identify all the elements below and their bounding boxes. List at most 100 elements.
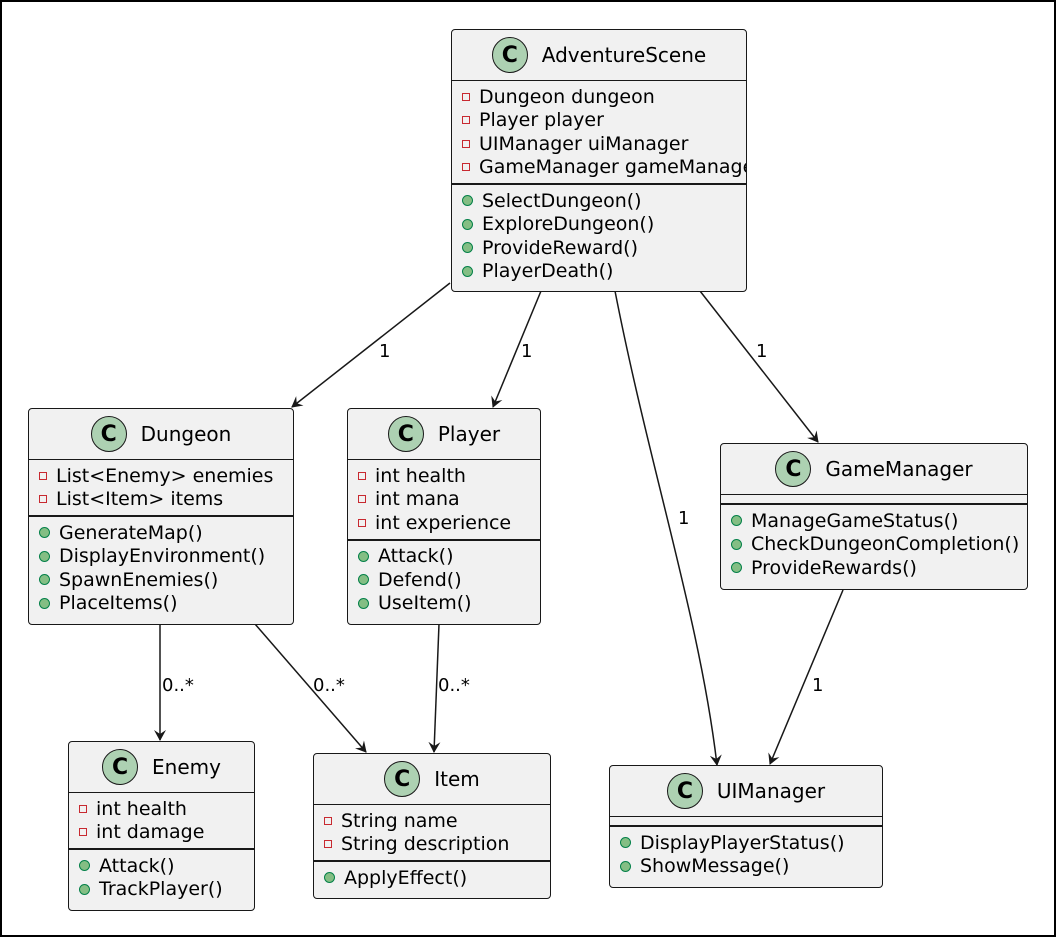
private-visibility-icon [324, 840, 332, 849]
method-row: TrackPlayer() [69, 878, 254, 902]
class-header: C UIManager [610, 766, 882, 816]
method-row: PlaceItems() [29, 592, 293, 616]
class-name: UIManager [716, 779, 826, 803]
method-row: SelectDungeon() [452, 189, 746, 213]
public-visibility-icon [620, 837, 631, 849]
attribute-text: Player player [479, 109, 604, 132]
class-header: C Dungeon [29, 409, 293, 459]
attribute-list [610, 817, 882, 825]
edge-label-player-item: 0..* [438, 675, 470, 696]
method-text: DisplayPlayerStatus() [640, 831, 845, 854]
attribute-text: int experience [375, 511, 512, 534]
public-visibility-icon [462, 218, 473, 230]
class-stereotype-icon: C [666, 773, 703, 809]
public-visibility-icon [79, 860, 90, 872]
method-list: SelectDungeon()ExploreDungeon()ProvideRe… [452, 185, 746, 287]
edge-label-dungeon-enemy: 0..* [162, 675, 194, 696]
public-visibility-icon [39, 527, 50, 539]
private-visibility-icon [39, 471, 47, 480]
public-visibility-icon [358, 597, 369, 609]
private-visibility-icon [462, 163, 470, 172]
method-text: ManageGameStatus() [751, 509, 959, 532]
attribute-text: int damage [96, 821, 205, 844]
method-text: PlayerDeath() [482, 260, 614, 283]
method-text: Defend() [378, 568, 462, 591]
class-stereotype-icon: C [384, 761, 421, 797]
public-visibility-icon [39, 597, 50, 609]
method-row: DisplayPlayerStatus() [610, 831, 882, 855]
attribute-row: UIManager uiManager [452, 132, 746, 156]
attribute-row: int mana [348, 488, 540, 512]
method-row: Attack() [348, 545, 540, 569]
method-text: ExploreDungeon() [482, 213, 655, 236]
class-name: Dungeon [140, 422, 232, 446]
edge-label-dungeon-item: 0..* [313, 675, 345, 696]
edge-scene-dungeon [291, 282, 451, 408]
edge-label-scene-uimanager: 1 [678, 508, 690, 529]
method-text: Attack() [378, 545, 454, 568]
private-visibility-icon [358, 471, 366, 480]
attribute-row: GameManager gameManager [452, 156, 746, 180]
class-stereotype-icon: C [387, 416, 424, 452]
public-visibility-icon [462, 265, 473, 277]
private-visibility-icon [358, 495, 366, 504]
attribute-row: String description [314, 833, 550, 857]
attribute-text: List<Enemy> enemies [56, 464, 274, 487]
edge-label-gamemanager-uimanager: 1 [812, 675, 824, 696]
method-row: UseItem() [348, 592, 540, 616]
method-text: ApplyEffect() [344, 866, 468, 889]
private-visibility-icon [39, 495, 47, 504]
attribute-row: int health [69, 797, 254, 821]
edge-dungeon-item [254, 623, 367, 753]
method-row: ManageGameStatus() [721, 509, 1027, 533]
method-text: SpawnEnemies() [59, 568, 219, 591]
attribute-text: Dungeon dungeon [479, 85, 655, 108]
method-row: CheckDungeonCompletion() [721, 533, 1027, 557]
private-visibility-icon [462, 116, 470, 125]
method-row: DisplayEnvironment() [29, 545, 293, 569]
class-header: C Item [314, 754, 550, 804]
method-text: TrackPlayer() [99, 878, 223, 901]
attribute-text: int health [96, 797, 187, 820]
attribute-list [721, 495, 1027, 503]
public-visibility-icon [620, 860, 631, 872]
attribute-row: int experience [348, 511, 540, 535]
method-text: DisplayEnvironment() [59, 545, 266, 568]
class-game-manager: C GameManager ManageGameStatus()CheckDun… [720, 443, 1028, 590]
method-text: Attack() [99, 854, 175, 877]
method-text: CheckDungeonCompletion() [751, 533, 1020, 556]
class-name: AdventureScene [541, 43, 707, 67]
public-visibility-icon [324, 872, 335, 884]
class-name: Item [434, 767, 480, 791]
public-visibility-icon [462, 242, 473, 254]
attribute-text: int mana [375, 488, 460, 511]
class-header: C AdventureScene [452, 30, 746, 80]
method-text: ShowMessage() [640, 855, 790, 878]
attribute-text: List<Item> items [56, 488, 224, 511]
attribute-text: int health [375, 464, 466, 487]
method-text: PlaceItems() [59, 592, 178, 615]
class-ui-manager: C UIManager DisplayPlayerStatus()ShowMes… [609, 765, 883, 888]
method-list: ManageGameStatus()CheckDungeonCompletion… [721, 505, 1027, 584]
attribute-text: String name [341, 809, 458, 832]
method-row: ExploreDungeon() [452, 213, 746, 237]
edge-gamemanager-uimanager [768, 589, 844, 765]
method-text: UseItem() [378, 592, 472, 615]
public-visibility-icon [462, 195, 473, 207]
public-visibility-icon [358, 574, 369, 586]
class-stereotype-icon: C [102, 749, 139, 785]
public-visibility-icon [39, 550, 50, 562]
class-name: Enemy [152, 755, 221, 779]
edge-label-scene-player: 1 [521, 341, 533, 362]
class-header: C Player [348, 409, 540, 459]
class-stereotype-icon: C [775, 451, 812, 487]
